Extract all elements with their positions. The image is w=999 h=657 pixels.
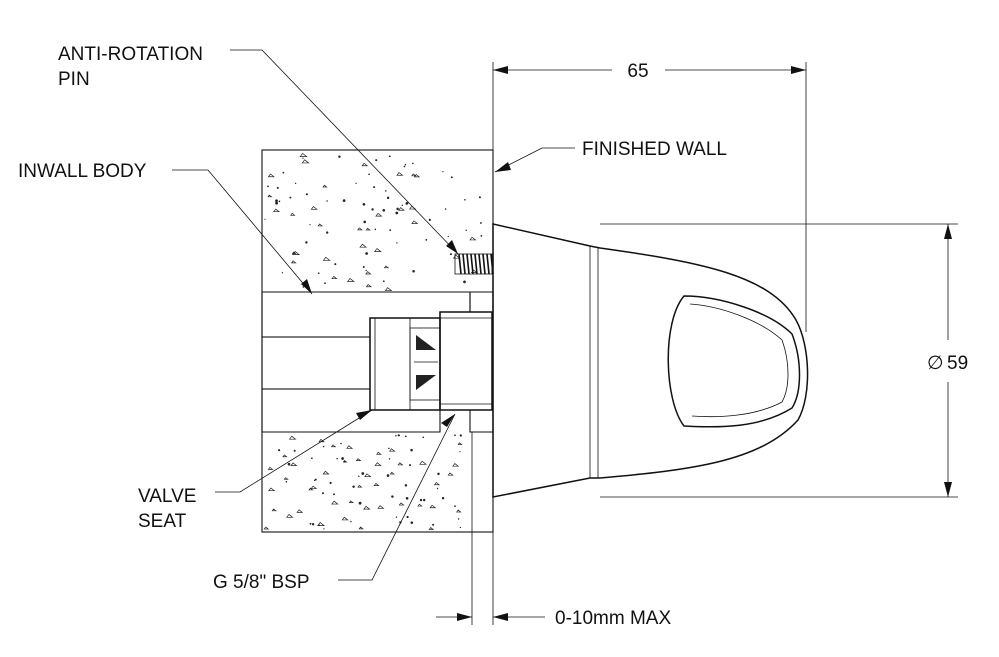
inwall-body-label: INWALL BODY xyxy=(18,161,147,182)
callout-anti-rotation-pin: ANTI-ROTATION PIN xyxy=(58,44,459,255)
callout-finished-wall: FINISHED WALL xyxy=(494,139,727,173)
flange-lower xyxy=(469,409,494,433)
cartridge-outer xyxy=(369,317,441,411)
body-upper-hatch xyxy=(261,291,471,338)
valve-seat-label-1: VALVE xyxy=(138,486,196,507)
anti-rotation-label-1: ANTI-ROTATION xyxy=(58,44,203,65)
dim-length-label: 65 xyxy=(627,61,648,82)
spindle-housing xyxy=(439,311,493,411)
flange-upper xyxy=(469,291,494,313)
wall-section xyxy=(261,149,494,533)
wall-outline xyxy=(261,149,494,533)
thread-label: G 5/8" BSP xyxy=(213,572,310,593)
valve-cartridge xyxy=(369,311,493,411)
dimension-65: 65 xyxy=(492,61,807,332)
inwall-body xyxy=(261,291,494,433)
body-bore xyxy=(261,336,371,390)
anti-rotation-pin xyxy=(454,253,494,275)
anti-rotation-label-2: PIN xyxy=(58,69,90,90)
handle xyxy=(492,223,809,498)
handle-body xyxy=(492,223,809,498)
dimension-tolerance: 0-10mm MAX xyxy=(436,432,671,629)
callout-inwall-body: INWALL BODY xyxy=(18,161,313,295)
dim-diameter-label: 59 xyxy=(947,353,968,374)
finished-wall-label: FINISHED WALL xyxy=(582,139,727,160)
diameter-symbol: ∅ xyxy=(927,353,944,374)
handle-recess xyxy=(667,295,801,428)
callout-thread: G 5/8" BSP xyxy=(213,413,456,593)
tolerance-label: 0-10mm MAX xyxy=(555,608,671,629)
dimension-diameter: ∅ 59 xyxy=(600,223,968,498)
valve-seat-label-2: SEAT xyxy=(138,511,187,532)
callout-valve-seat: VALVE SEAT xyxy=(138,409,373,532)
concrete-speckles xyxy=(263,152,483,530)
